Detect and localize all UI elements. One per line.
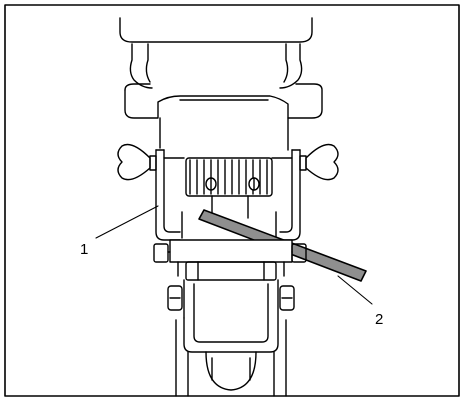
figure-frame xyxy=(4,4,460,397)
lower-body xyxy=(167,261,295,353)
clamp-bracket xyxy=(155,149,301,241)
callout-1: 1 xyxy=(80,205,159,258)
callout-label-2: 2 xyxy=(375,311,383,328)
leader-line-2 xyxy=(337,275,373,305)
leader-line-1 xyxy=(95,205,159,239)
callout-2: 2 xyxy=(337,275,383,328)
lower-coupling xyxy=(153,239,307,277)
callout-label-1: 1 xyxy=(80,241,88,258)
left-wing-nut xyxy=(117,143,157,181)
bottom-tube xyxy=(175,319,287,397)
top-housing xyxy=(119,17,323,151)
right-wing-nut xyxy=(299,143,339,181)
center-stem xyxy=(181,195,277,239)
knurled-adjuster xyxy=(185,157,273,197)
